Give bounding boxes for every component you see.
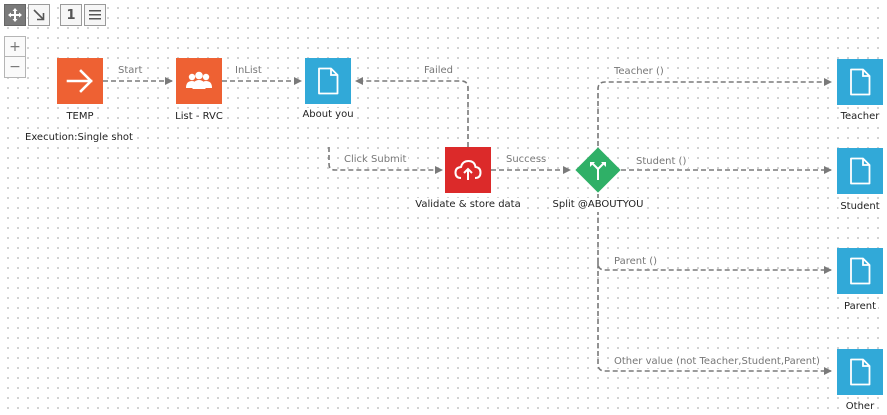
edge-teacher[interactable] bbox=[597, 78, 832, 146]
edge-label-other: Other value (not Teacher,Student,Parent) bbox=[612, 356, 822, 368]
node-label-parent: Parent bbox=[841, 300, 879, 314]
form-node-about-you[interactable] bbox=[305, 58, 351, 104]
zoom-in-button[interactable]: + bbox=[4, 36, 26, 57]
edge-label-inlist: InList bbox=[233, 65, 264, 77]
node-label-other: Other bbox=[843, 400, 877, 414]
menu-button[interactable] bbox=[84, 4, 106, 26]
arrow-right-icon bbox=[66, 69, 93, 93]
document-icon bbox=[850, 358, 871, 386]
node-label-validate: Validate & store data bbox=[413, 198, 523, 212]
edge-label-start: Start bbox=[116, 65, 145, 77]
number-toggle-label: 1 bbox=[66, 7, 76, 23]
hamburger-menu-icon bbox=[89, 10, 101, 20]
node-label-split: Split @ABOUTYOU bbox=[550, 198, 646, 212]
edge-failed[interactable] bbox=[355, 77, 469, 147]
diagonal-arrow-icon bbox=[33, 9, 45, 21]
form-node-teacher[interactable] bbox=[837, 59, 883, 105]
edge-label-failed: Failed bbox=[422, 65, 456, 77]
node-label-about-you: About you bbox=[300, 108, 356, 122]
trigger-node-temp[interactable] bbox=[57, 58, 103, 104]
zoom-controls: + − bbox=[4, 36, 26, 78]
action-node-validate[interactable] bbox=[445, 147, 491, 193]
edge-parent[interactable] bbox=[597, 194, 832, 274]
number-toggle-button[interactable]: 1 bbox=[60, 4, 82, 26]
node-label-teacher: Teacher bbox=[838, 110, 882, 124]
move-tool-button[interactable] bbox=[4, 4, 26, 26]
list-node-rvc[interactable] bbox=[176, 58, 222, 104]
edge-click-submit[interactable] bbox=[328, 147, 443, 174]
cloud-upload-icon bbox=[454, 159, 482, 180]
connect-tool-button[interactable] bbox=[28, 4, 50, 26]
form-node-other[interactable] bbox=[837, 349, 883, 395]
edge-other[interactable] bbox=[597, 263, 832, 375]
edge-label-click-submit: Click Submit bbox=[342, 154, 409, 166]
node-label-temp: TEMP bbox=[64, 110, 96, 124]
document-icon bbox=[850, 157, 871, 185]
form-node-student[interactable] bbox=[837, 148, 883, 194]
form-node-parent[interactable] bbox=[837, 248, 883, 294]
document-icon bbox=[850, 68, 871, 96]
execution-note: Execution:Single shot bbox=[24, 131, 134, 145]
edge-label-success: Success bbox=[504, 154, 549, 166]
document-icon bbox=[318, 67, 339, 95]
zoom-out-button[interactable]: − bbox=[4, 57, 26, 78]
editor-toolbar: 1 bbox=[4, 4, 106, 26]
edge-label-parent: Parent () bbox=[612, 256, 659, 268]
node-label-student: Student bbox=[838, 200, 882, 214]
edge-label-student: Student () bbox=[634, 156, 689, 168]
move-arrows-icon bbox=[8, 8, 22, 22]
node-label-list: List - RVC bbox=[173, 110, 225, 124]
edge-label-teacher: Teacher () bbox=[612, 66, 666, 78]
users-icon bbox=[186, 71, 212, 89]
document-icon bbox=[850, 257, 871, 285]
zoom-in-label: + bbox=[9, 38, 21, 55]
zoom-out-label: − bbox=[9, 59, 21, 75]
